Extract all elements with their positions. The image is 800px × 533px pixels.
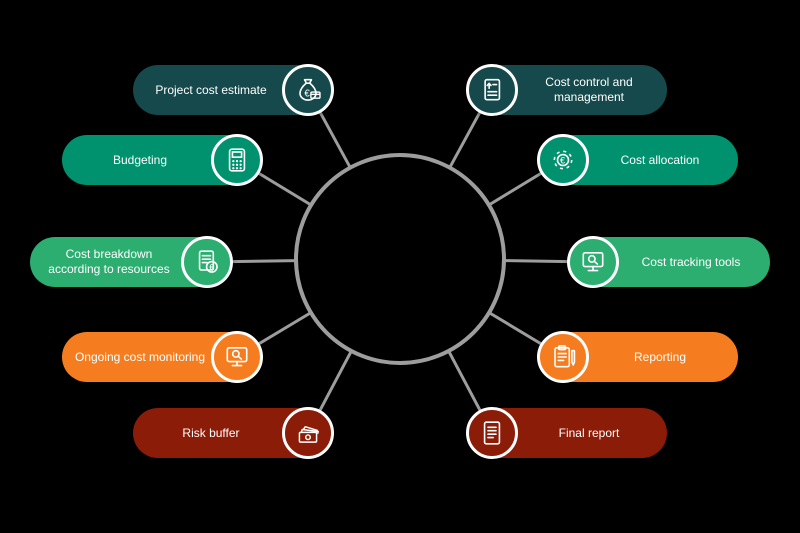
- step-label: Cost tracking tools: [641, 254, 741, 269]
- monitor-search-icon: [211, 331, 263, 383]
- step-label: Reporting: [633, 349, 687, 364]
- step-label: Cost allocation: [620, 152, 700, 167]
- step-label: Project cost estimate: [155, 82, 267, 97]
- step-label: Cost breakdown according to resources: [48, 247, 170, 276]
- banknotes-icon: [282, 407, 334, 459]
- step-label: Final report: [558, 425, 620, 440]
- document-arrow-icon: [466, 64, 518, 116]
- document-euro-icon: €: [181, 236, 233, 288]
- svg-text:€: €: [209, 262, 214, 272]
- svg-text:€: €: [560, 155, 565, 165]
- step-label: Cost control and management: [545, 75, 633, 104]
- money-bag-euro-icon: €: [282, 64, 334, 116]
- step-label: Ongoing cost monitoring: [74, 349, 206, 364]
- clipboard-pencil-icon: [537, 331, 589, 383]
- monitor-search-icon: [567, 236, 619, 288]
- center-circle: [294, 153, 506, 365]
- step-label: Risk buffer: [182, 425, 240, 440]
- svg-text:€: €: [304, 88, 310, 99]
- step-label: Budgeting: [112, 152, 168, 167]
- gear-euro-icon: €: [537, 134, 589, 186]
- report-document-icon: [466, 407, 518, 459]
- calculator-icon: [211, 134, 263, 186]
